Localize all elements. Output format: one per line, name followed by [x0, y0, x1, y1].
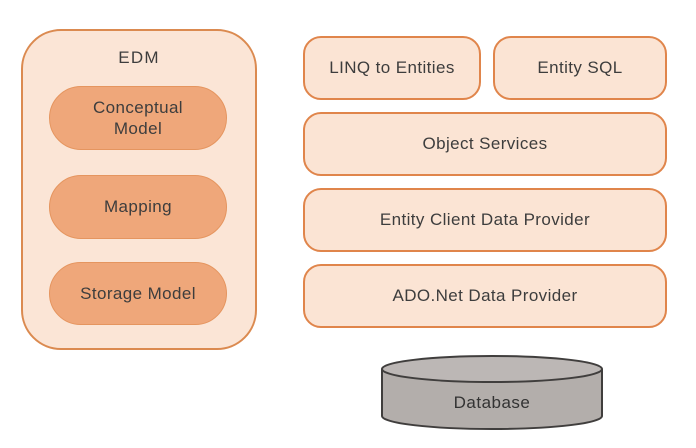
node-storage-model-label: Storage Model — [80, 283, 196, 303]
node-mapping-label: Mapping — [103, 197, 172, 217]
node-entity-client-data-provider-label: Entity Client Data Provider — [379, 210, 591, 229]
node-adonet-data-provider: ADO.Net Data Provider — [303, 264, 667, 328]
node-adonet-data-provider-label: ADO.Net Data Provider — [392, 286, 578, 305]
database-label: Database — [453, 393, 531, 412]
node-conceptual-model: Conceptual Model — [49, 86, 227, 150]
node-object-services-label: Object Services — [422, 134, 548, 153]
node-entity-sql-label: Entity SQL — [537, 58, 623, 77]
edm-panel-title: EDM — [118, 48, 160, 67]
node-entity-client-data-provider: Entity Client Data Provider — [303, 188, 667, 252]
node-entity-sql: Entity SQL — [493, 36, 667, 100]
node-linq-to-entities-label: LINQ to Entities — [329, 58, 455, 77]
node-object-services: Object Services — [303, 112, 667, 176]
node-storage-model: Storage Model — [49, 262, 227, 325]
database-cylinder-shape — [381, 355, 603, 430]
node-mapping: Mapping — [49, 175, 227, 239]
node-linq-to-entities: LINQ to Entities — [303, 36, 481, 100]
node-conceptual-model-label: Conceptual Model — [92, 97, 183, 138]
edm-panel: EDM Conceptual Model Mapping Storage Mod… — [21, 29, 257, 350]
database-cylinder: Database — [380, 353, 604, 433]
